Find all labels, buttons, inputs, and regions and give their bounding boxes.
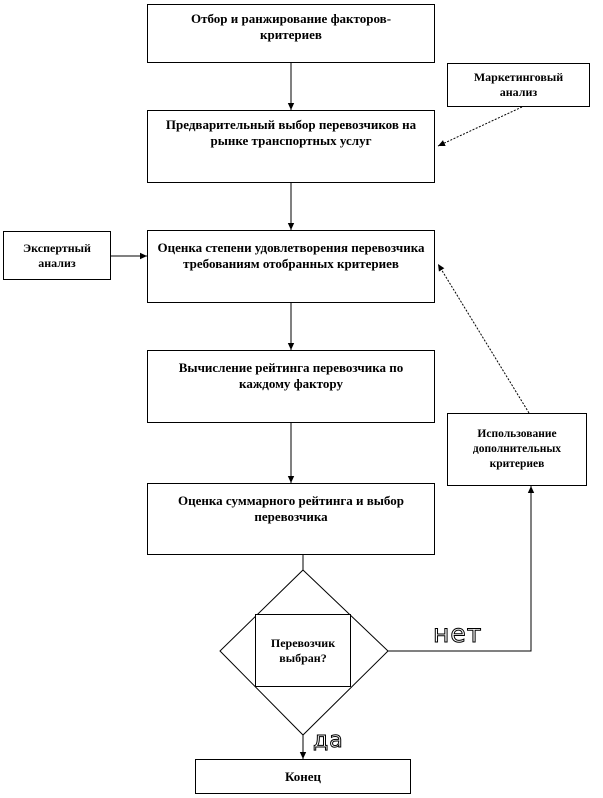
- arrow-additional-to-assess: [437, 263, 530, 414]
- node-assess-satisfaction-label: Оценка степени удовлетворения перевозчик…: [157, 240, 425, 271]
- arrow-marketing-to-preliminary: [437, 106, 523, 147]
- node-decision: Перевозчик выбран?: [255, 614, 351, 687]
- node-select-factors-label: Отбор и ранжирование факторов-критериев: [190, 11, 392, 42]
- node-decision-label: Перевозчик выбран?: [270, 635, 336, 665]
- node-select-factors: Отбор и ранжирование факторов-критериев: [147, 4, 435, 63]
- node-marketing-analysis-label: Маркетинговый анализ: [473, 70, 564, 99]
- edge-label-no: нет: [432, 619, 483, 648]
- node-preliminary-selection: Предварительный выбор перевозчиков на ры…: [147, 110, 435, 183]
- node-preliminary-selection-label: Предварительный выбор перевозчиков на ры…: [165, 117, 417, 148]
- node-additional-criteria: Использование дополнительных критериев: [447, 413, 587, 486]
- node-total-rating: Оценка суммарного рейтинга и выбор перев…: [147, 483, 435, 555]
- node-end-label: Конец: [284, 768, 322, 784]
- node-calc-rating: Вычисление рейтинга перевозчика по каждо…: [147, 350, 435, 423]
- node-expert-analysis: Экспертный анализ: [3, 231, 111, 280]
- node-marketing-analysis: Маркетинговый анализ: [447, 63, 590, 107]
- node-calc-rating-label: Вычисление рейтинга перевозчика по каждо…: [178, 360, 404, 391]
- node-total-rating-label: Оценка суммарного рейтинга и выбор перев…: [178, 493, 404, 524]
- node-end: Конец: [195, 759, 411, 794]
- node-assess-satisfaction: Оценка степени удовлетворения перевозчик…: [147, 230, 435, 303]
- arrow-decision-no: [388, 486, 535, 652]
- edge-label-yes: да: [313, 728, 344, 753]
- node-additional-criteria-label: Использование дополнительных критериев: [472, 428, 562, 470]
- node-expert-analysis-label: Экспертный анализ: [23, 240, 91, 270]
